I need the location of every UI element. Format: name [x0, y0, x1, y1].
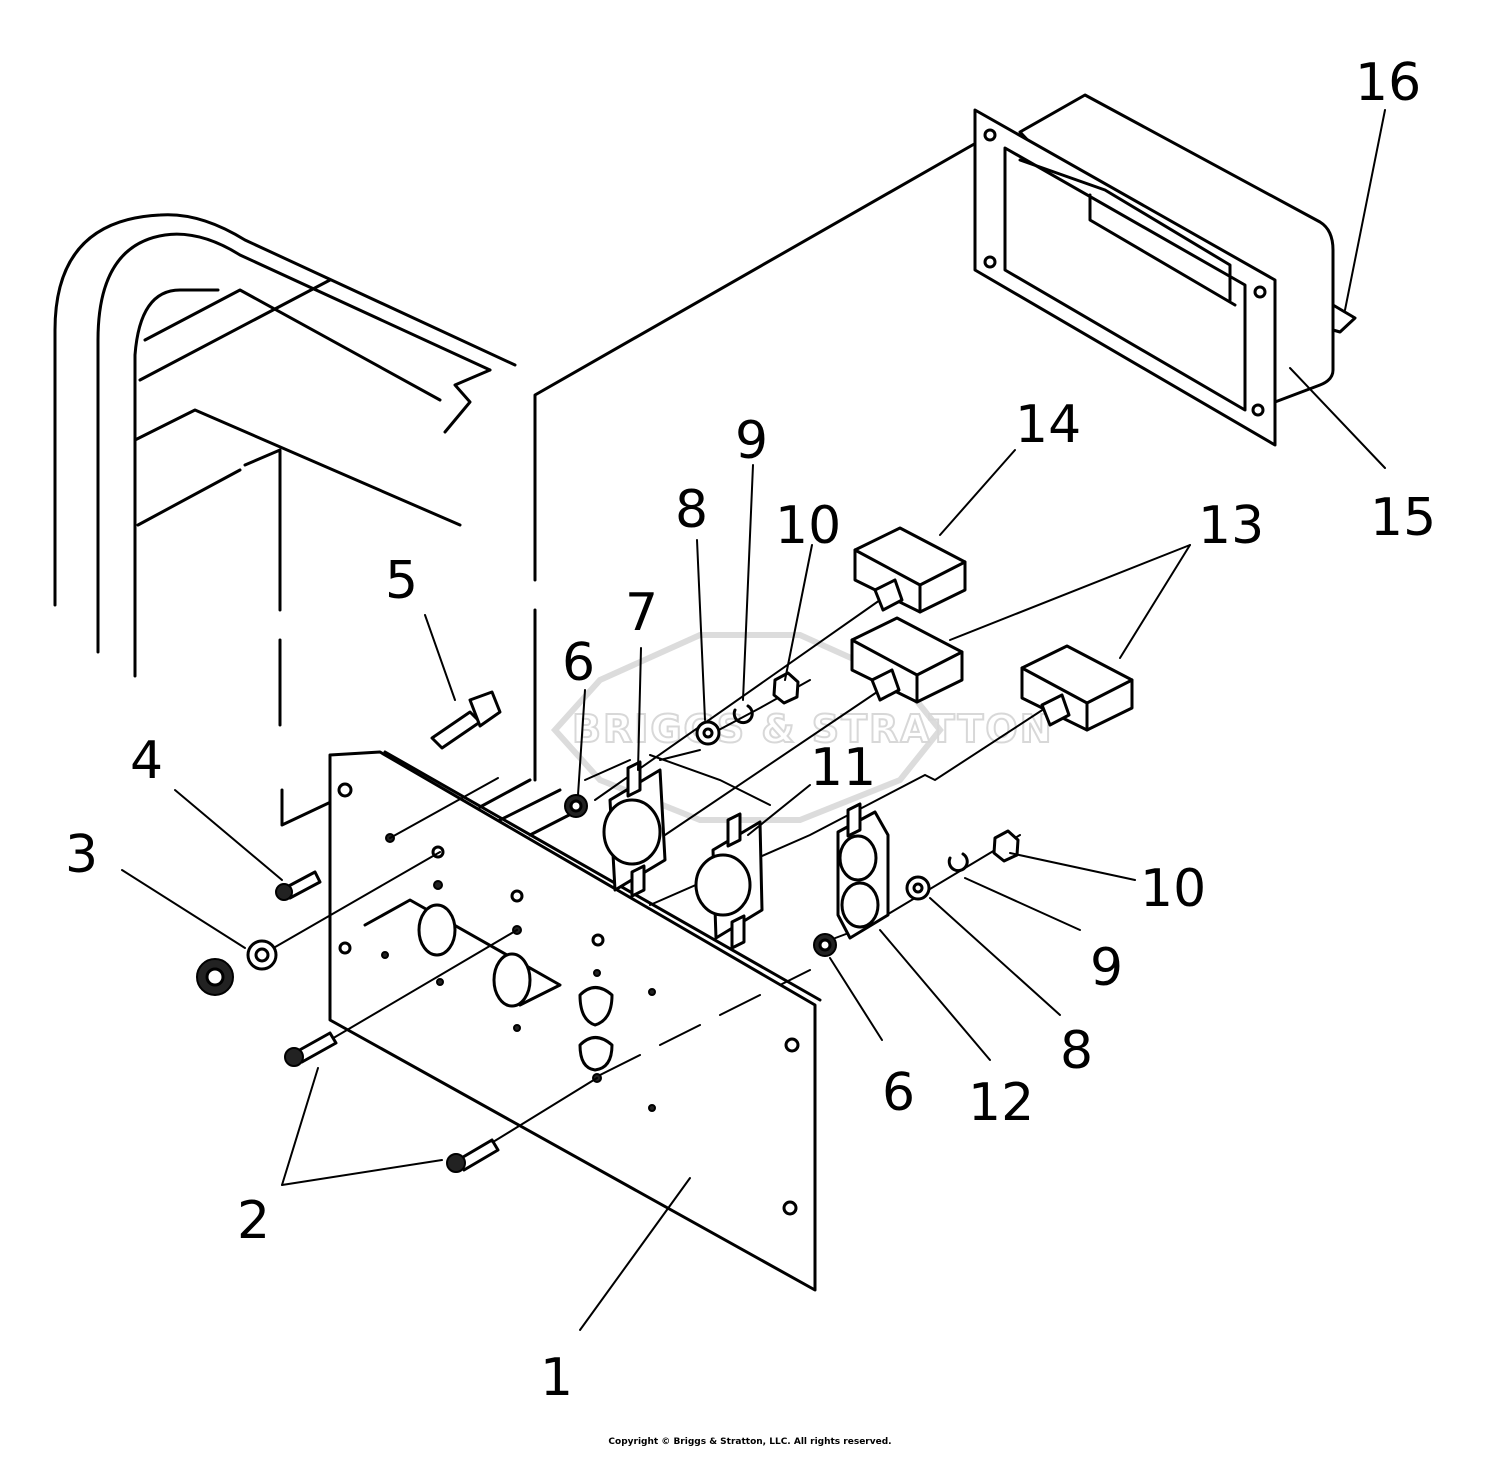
callout-9-bottom: 9 [1090, 938, 1123, 998]
callout-15: 15 [1370, 488, 1436, 548]
callout-5: 5 [385, 551, 418, 611]
control-box-15 [973, 93, 1357, 447]
watermark-text: BRIGGS & STRATTON [572, 707, 1054, 751]
callout-10-top: 10 [775, 496, 841, 556]
callout-8-top: 8 [675, 480, 708, 540]
callout-13: 13 [1198, 496, 1264, 556]
callout-6-top: 6 [562, 633, 595, 693]
callout-12: 12 [968, 1073, 1034, 1133]
callout-4: 4 [130, 731, 163, 791]
callout-7: 7 [625, 583, 658, 643]
callout-3: 3 [65, 825, 98, 885]
callout-14: 14 [1015, 395, 1081, 455]
callout-leaders [121, 109, 1386, 1331]
watermark-logo: BRIGGS & STRATTON [550, 632, 1054, 823]
callout-10-bottom: 10 [1140, 859, 1206, 919]
callout-1: 1 [540, 1348, 573, 1408]
callout-8-bottom: 8 [1060, 1021, 1093, 1081]
callout-numbers: 16 15 14 13 9 10 8 7 6 5 11 4 3 10 9 8 6… [65, 53, 1436, 1408]
breakers [850, 526, 1134, 732]
callout-11: 11 [810, 738, 876, 798]
callout-6-bottom: 6 [882, 1063, 915, 1123]
copyright-notice: Copyright © Briggs & Stratton, LLC. All … [608, 1437, 892, 1447]
leader-box-15 [533, 133, 992, 582]
callout-9-top: 9 [735, 411, 768, 471]
callout-16: 16 [1355, 53, 1421, 113]
receptacles [602, 760, 890, 950]
hardware [196, 671, 1020, 1173]
handle-frame [53, 213, 517, 827]
callout-2: 2 [237, 1191, 270, 1251]
front-panel-1 [328, 750, 822, 1292]
